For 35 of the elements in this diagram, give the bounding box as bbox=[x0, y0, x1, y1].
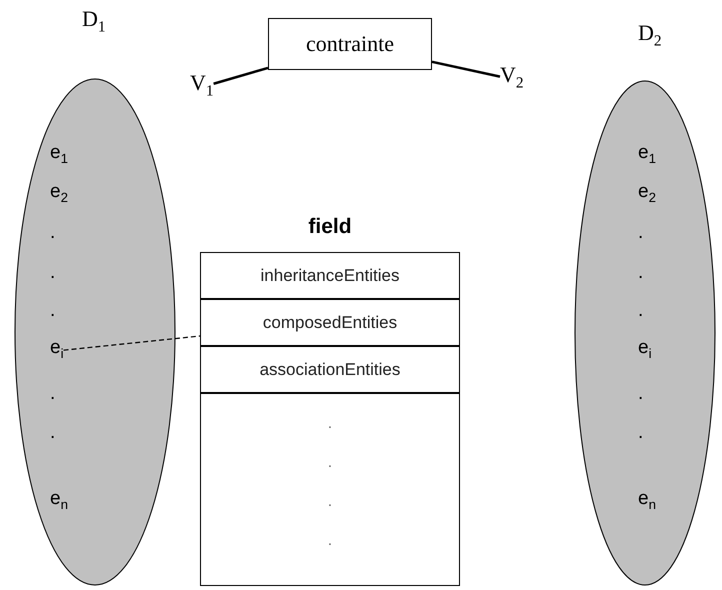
ellipsis-dot: . bbox=[638, 383, 644, 405]
ellipsis-dot: . bbox=[50, 422, 56, 444]
element-label: e$_{n}$ bbox=[50, 488, 68, 514]
ellipsis-dot: . bbox=[638, 262, 644, 284]
ellipsis-dot: . bbox=[326, 492, 334, 512]
table-row: inheritanceEntities bbox=[200, 252, 460, 299]
table-row: composedEntities bbox=[200, 299, 460, 346]
ellipsis-dot: . bbox=[638, 300, 644, 322]
element-label: e$_{2}$ bbox=[50, 181, 68, 207]
list-panel bbox=[200, 393, 460, 586]
constraint-box: contrainte bbox=[268, 18, 432, 70]
set-name: D$_{2}$ bbox=[638, 22, 662, 52]
variable-label: V$_{1}$ bbox=[190, 72, 214, 102]
ellipsis-dot: . bbox=[326, 531, 334, 551]
element-label: e$_{2}$ bbox=[638, 181, 656, 207]
ellipsis-dot: . bbox=[50, 262, 56, 284]
ellipsis-dot: . bbox=[638, 222, 644, 244]
connector-line bbox=[213, 66, 268, 85]
connector-line bbox=[432, 60, 500, 78]
ellipsis-dot: . bbox=[50, 222, 56, 244]
element-label: e$_{1}$ bbox=[50, 142, 68, 168]
table-row: associationEntities bbox=[200, 346, 460, 393]
element-label: e$_{1}$ bbox=[638, 142, 656, 168]
element-label: e$_{n}$ bbox=[638, 488, 656, 514]
ellipsis-dot: . bbox=[326, 414, 334, 434]
set-name: D$_{1}$ bbox=[82, 8, 106, 38]
element-label: e$_{i}$ bbox=[50, 337, 64, 365]
ellipsis-dot: . bbox=[50, 383, 56, 405]
dashed-connector bbox=[63, 335, 200, 351]
variable-label: V$_{2}$ bbox=[500, 64, 524, 94]
element-label: e$_{i}$ bbox=[638, 337, 652, 363]
ellipsis-dot: . bbox=[50, 300, 56, 322]
ellipsis-dot: . bbox=[326, 453, 334, 473]
ellipsis-dot: . bbox=[638, 422, 644, 444]
table-heading: field bbox=[307, 216, 353, 238]
